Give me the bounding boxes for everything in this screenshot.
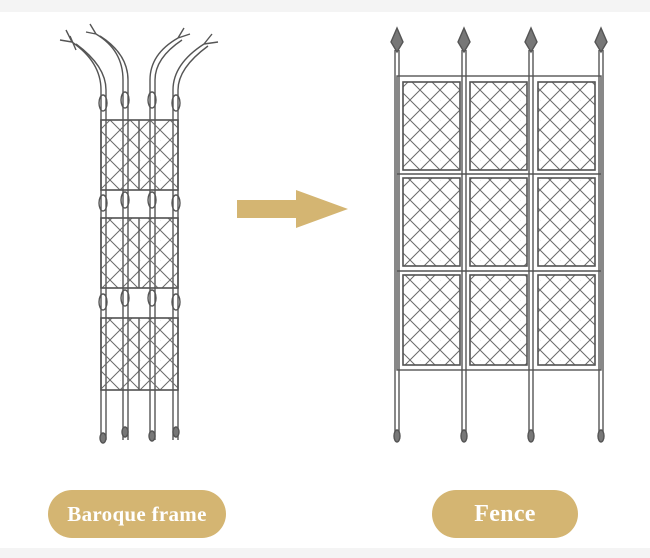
baroque-frame-icon [59, 23, 219, 444]
arrow-right-icon [237, 190, 348, 228]
bottom-strip [0, 548, 650, 558]
fence-icon [390, 26, 608, 443]
fence-label: Fence [432, 490, 578, 538]
top-strip [0, 0, 650, 12]
baroque-frame-label: Baroque frame [48, 490, 226, 538]
